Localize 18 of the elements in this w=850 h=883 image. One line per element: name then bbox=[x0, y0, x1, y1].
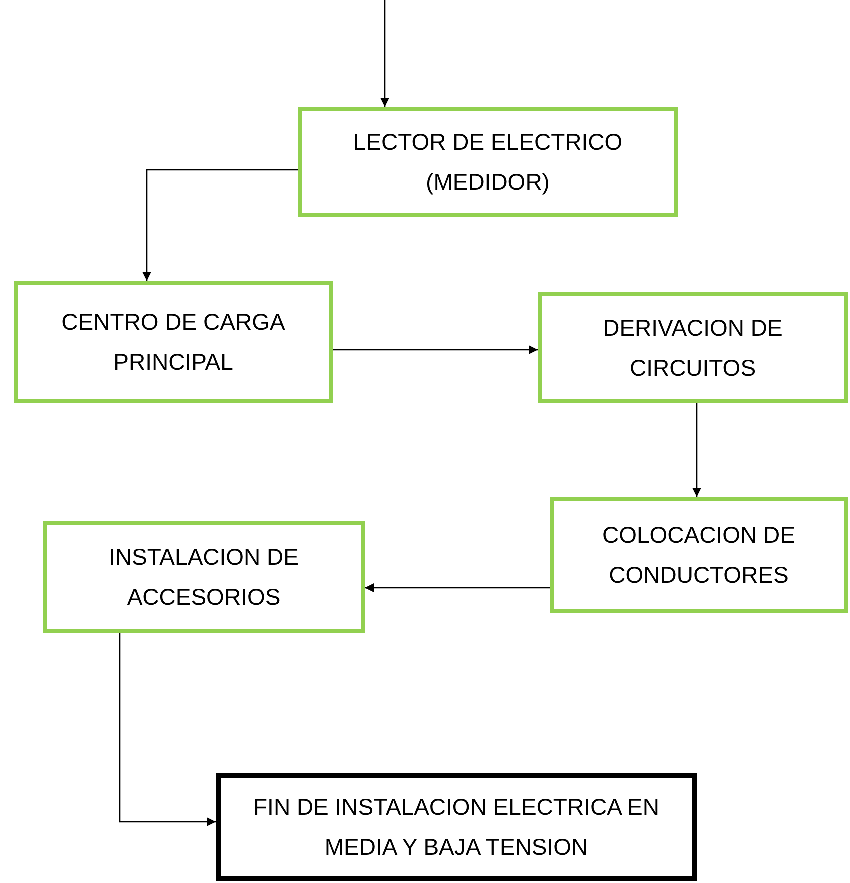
box-label: LECTOR DE ELECTRICO (MEDIDOR) bbox=[352, 128, 624, 197]
process-box bbox=[550, 497, 848, 613]
process-box bbox=[14, 281, 333, 403]
arrow bbox=[692, 403, 702, 497]
arrow bbox=[333, 346, 538, 354]
box-label: FIN DE INSTALACION ELECTRICA EN MEDIA Y BAJA TENSION bbox=[252, 793, 660, 862]
arrow bbox=[119, 633, 216, 826]
process-box bbox=[216, 773, 697, 881]
process-box bbox=[43, 521, 365, 633]
arrow bbox=[380, 0, 390, 107]
box-label: INSTALACION DE ACCESORIOS bbox=[108, 543, 300, 612]
box-label: DERIVACION DE CIRCUITOS bbox=[602, 314, 784, 382]
process-box bbox=[298, 107, 678, 217]
box-label: CENTRO DE CARGA PRINCIPAL bbox=[60, 308, 286, 377]
arrow bbox=[142, 169, 298, 281]
box-label: COLOCACION DE CONDUCTORES bbox=[602, 521, 796, 590]
arrow bbox=[365, 584, 550, 592]
process-box bbox=[538, 292, 848, 403]
